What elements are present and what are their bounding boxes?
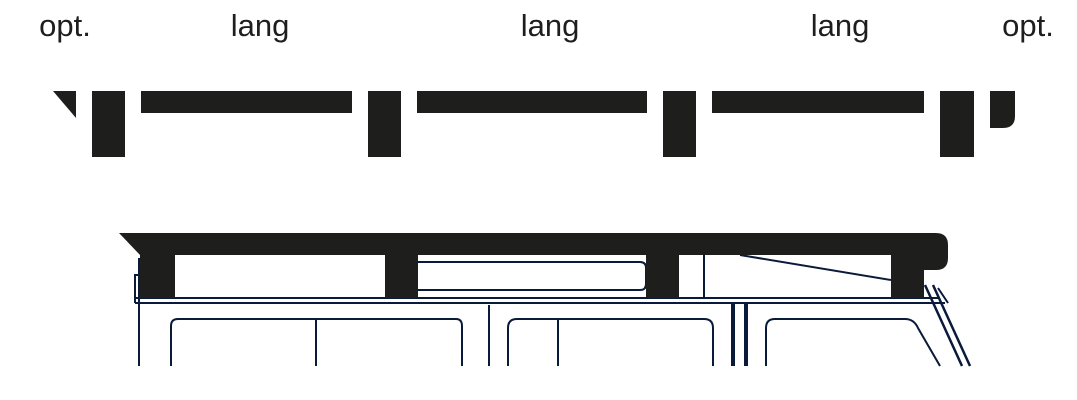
label-right-optional: opt. — [1002, 8, 1054, 43]
label-left-optional: opt. — [39, 8, 91, 43]
rack-foot-2 — [368, 91, 401, 157]
label-segment-3-long: lang — [810, 8, 870, 43]
rack-segment-3 — [712, 91, 924, 113]
rack-assembled — [119, 233, 948, 298]
rack-foot-1 — [92, 91, 125, 157]
right-optional-end-piece — [990, 91, 1015, 128]
mounted-foot-4 — [891, 233, 924, 298]
mounted-foot-2 — [385, 233, 418, 298]
rack-foot-3 — [663, 91, 696, 157]
label-segment-2-long: lang — [520, 8, 580, 43]
rack-segment-2 — [417, 91, 647, 113]
left-optional-end-piece — [53, 91, 76, 118]
mounted-foot-3 — [646, 233, 679, 298]
vehicle-outline — [134, 254, 972, 367]
mounted-foot-1 — [140, 233, 175, 298]
rack-foot-4 — [940, 91, 974, 157]
label-segment-1-long: lang — [230, 8, 290, 43]
rack-top-bar — [119, 233, 948, 270]
rack-parts-exploded — [53, 91, 1015, 157]
rack-segment-1 — [141, 91, 352, 113]
